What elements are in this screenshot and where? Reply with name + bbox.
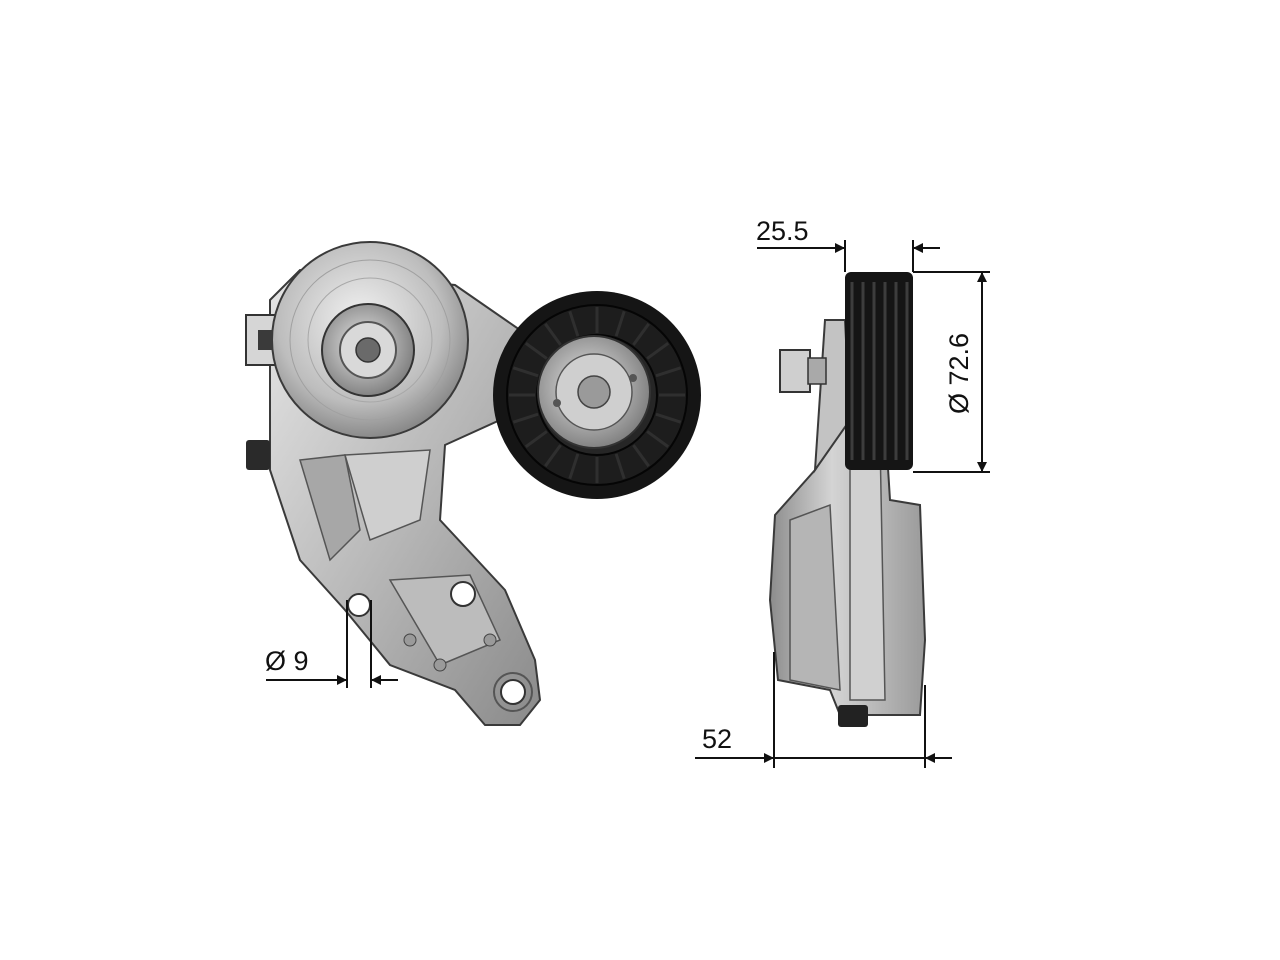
hole-diameter-label: Ø 9: [265, 646, 309, 676]
pulley-rib: [655, 366, 682, 378]
pulley-rib: [544, 444, 562, 468]
mounting-hole: [450, 581, 476, 607]
pulley-rib: [512, 412, 539, 424]
pulley-rib: [512, 366, 539, 378]
side-hex-bolt: [779, 349, 811, 393]
pulley-rib: [655, 412, 682, 424]
pulley-diameter-label: Ø 72.6: [944, 333, 974, 414]
side-pulley: [845, 272, 913, 470]
mounting-hole: [500, 679, 526, 705]
pulley-rib: [614, 310, 626, 337]
pulley-rib: [524, 430, 548, 448]
pulley-rib: [646, 430, 670, 448]
dimension-pulley-diameter: Ø 72.6: [913, 271, 990, 473]
pulley-rib: [632, 444, 650, 468]
pulley-rib: [544, 322, 562, 346]
dimension-hole-diameter: Ø 9: [265, 600, 398, 688]
pulley-rib: [568, 310, 580, 337]
pulley-rib: [568, 453, 580, 480]
pulley-rib: [632, 322, 650, 346]
pulley-width-label: 25.5: [756, 216, 809, 246]
side-bottom-bolt: [838, 705, 868, 727]
stop-bolt: [246, 440, 270, 470]
pulley-rib: [646, 342, 670, 360]
mounting-hole: [347, 593, 371, 617]
dimension-pulley-width: 25.5: [756, 216, 940, 272]
total-width-label: 52: [702, 724, 732, 754]
dimension-total-width: 52: [695, 652, 952, 768]
front-view: [245, 241, 701, 726]
pulley-rib: [614, 453, 626, 480]
pulley-rib: [524, 342, 548, 360]
side-view: [768, 272, 927, 727]
